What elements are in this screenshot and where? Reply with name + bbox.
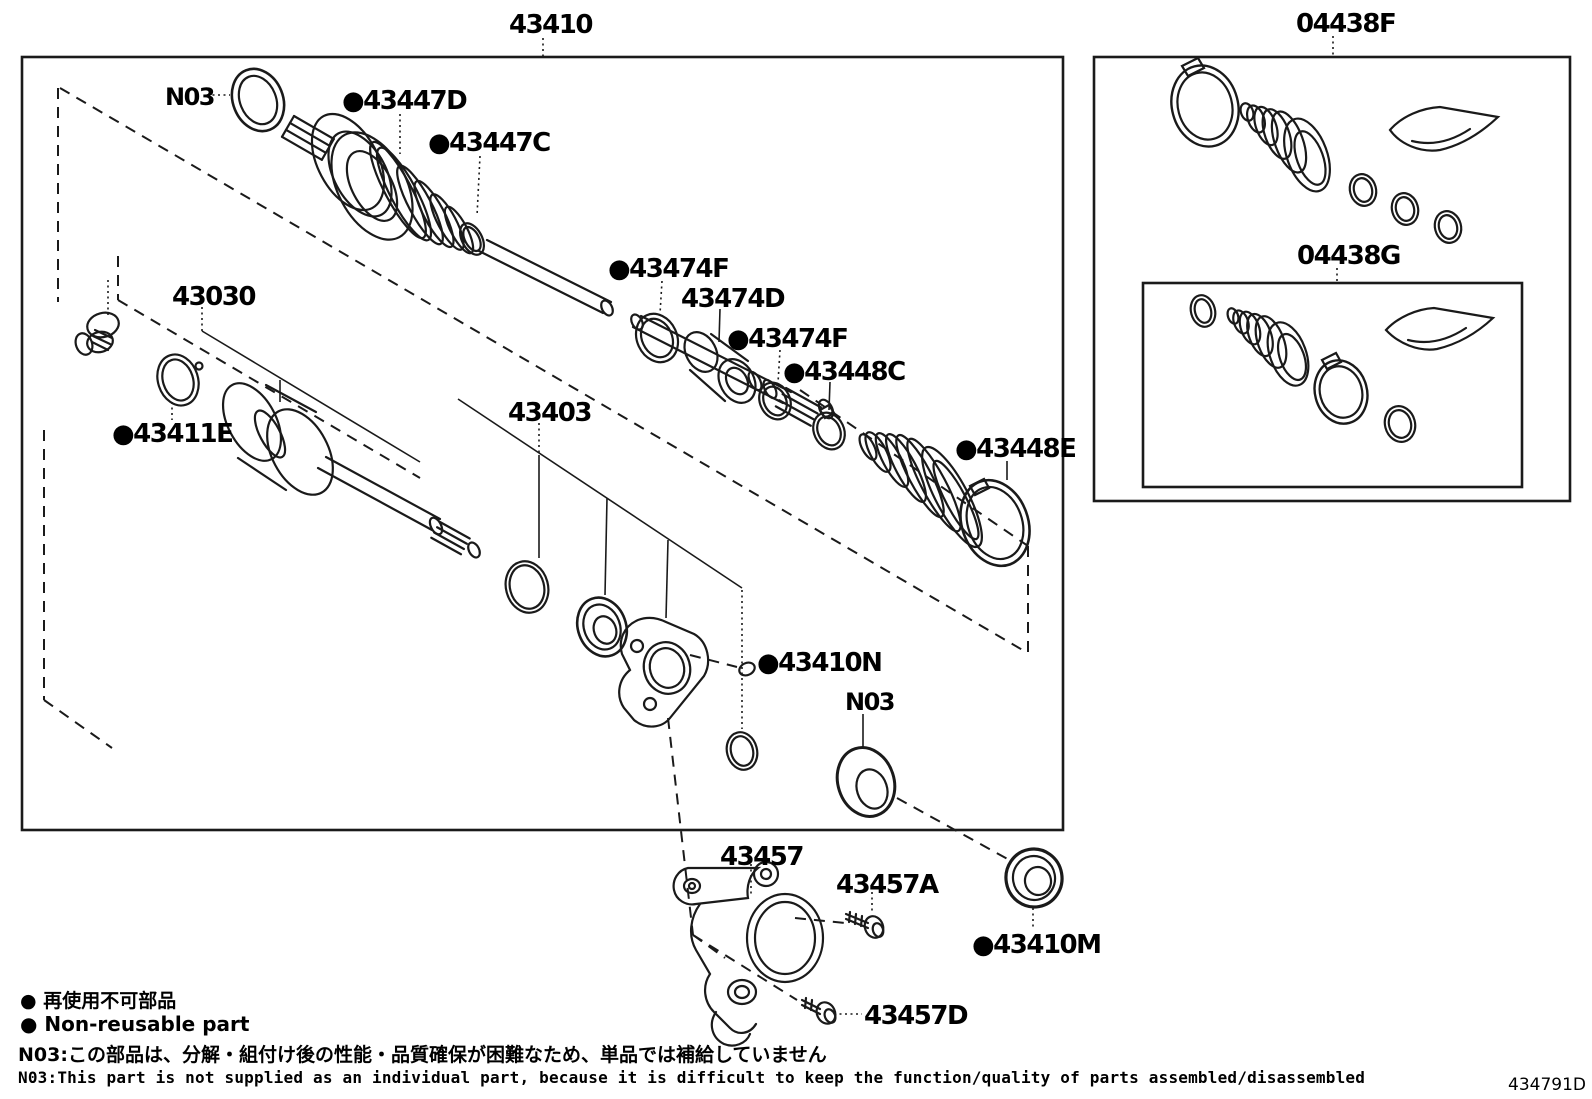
part-label-43447D: ●43447D xyxy=(342,86,468,116)
legend-nonreusable-en: ● Non-reusable part xyxy=(20,1012,250,1036)
part-label-43474F-1: ●43474F xyxy=(608,254,730,284)
part-label-43030: 43030 xyxy=(172,282,256,312)
outboard-spline-drawing xyxy=(280,114,335,161)
snap-ring-43411e-drawing xyxy=(156,353,204,407)
boot-clamp-small-drawing xyxy=(812,403,846,451)
bolt-43457d-drawing xyxy=(800,996,837,1025)
part-label-43448E: ●43448E xyxy=(955,434,1077,464)
steering-knuckle-drawing xyxy=(672,860,825,1047)
note-n03-en: N03:This part is not supplied as an indi… xyxy=(18,1068,1366,1087)
part-label-43474D: 43474D xyxy=(681,284,786,314)
part-label-43410M: ●43410M xyxy=(972,930,1102,960)
tripod-joint-drawing xyxy=(74,311,120,356)
outboard-joint-drawing xyxy=(310,112,414,241)
dust-cover-washer-drawing xyxy=(835,746,897,818)
shaft-ring-1-drawing xyxy=(634,312,680,364)
leader-lines-dotted xyxy=(107,36,1338,1015)
grouping-dashed-lines xyxy=(43,87,1029,1001)
legend-nonreusable-jp: ● 再使用不可部品 xyxy=(20,990,177,1012)
part-label-43410N: ●43410N xyxy=(757,648,883,678)
shaft-ring-2-drawing xyxy=(758,381,792,421)
part-label-43448C: ●43448C xyxy=(783,357,906,387)
part-label-43474F-2: ●43474F xyxy=(727,324,849,354)
part-label-04438F: 04438F xyxy=(1296,9,1397,39)
part-label-04438G: 04438G xyxy=(1297,241,1401,271)
part-label-43457A: 43457A xyxy=(836,870,939,900)
part-label-43403: 43403 xyxy=(508,398,592,428)
part-label-43411E: ●43411E xyxy=(112,419,234,449)
part-label-N03-top: N03 xyxy=(165,83,215,111)
boot-kit-inner-box xyxy=(1141,281,1524,489)
figure-code: 434791D xyxy=(1508,1075,1586,1095)
part-label-N03-bottom: N03 xyxy=(845,688,895,716)
kit-inner-parts-drawing xyxy=(1189,294,1496,443)
note-n03-jp: N03:この部品は、分解・組付け後の性能・品質確保が困難なため、単品では補給して… xyxy=(18,1044,827,1066)
part-label-43447C: ●43447C xyxy=(428,128,551,158)
dust-deflector-drawing xyxy=(230,67,286,133)
leader-lines-solid xyxy=(201,308,1008,747)
inboard-joint-drawing xyxy=(221,382,481,559)
bolt-43457a-drawing xyxy=(844,910,885,939)
seal-43410m-drawing xyxy=(1004,847,1064,909)
outboard-boot-drawing xyxy=(369,140,486,256)
axle-shaft-drawing xyxy=(477,238,835,427)
part-label-43457: 43457 xyxy=(720,842,804,872)
main-assembly-box xyxy=(20,55,1065,832)
inboard-boot-drawing xyxy=(858,431,983,549)
kit-outer-parts-drawing xyxy=(1170,56,1501,244)
center-bearing-group-drawing xyxy=(504,560,759,771)
part-label-43410: 43410 xyxy=(509,10,593,40)
part-label-43457D: 43457D xyxy=(864,1001,969,1031)
boot-kit-outer-box xyxy=(1092,55,1572,503)
boot-clamp-large-drawing xyxy=(959,477,1031,568)
shaft-damper-drawing xyxy=(683,331,757,404)
